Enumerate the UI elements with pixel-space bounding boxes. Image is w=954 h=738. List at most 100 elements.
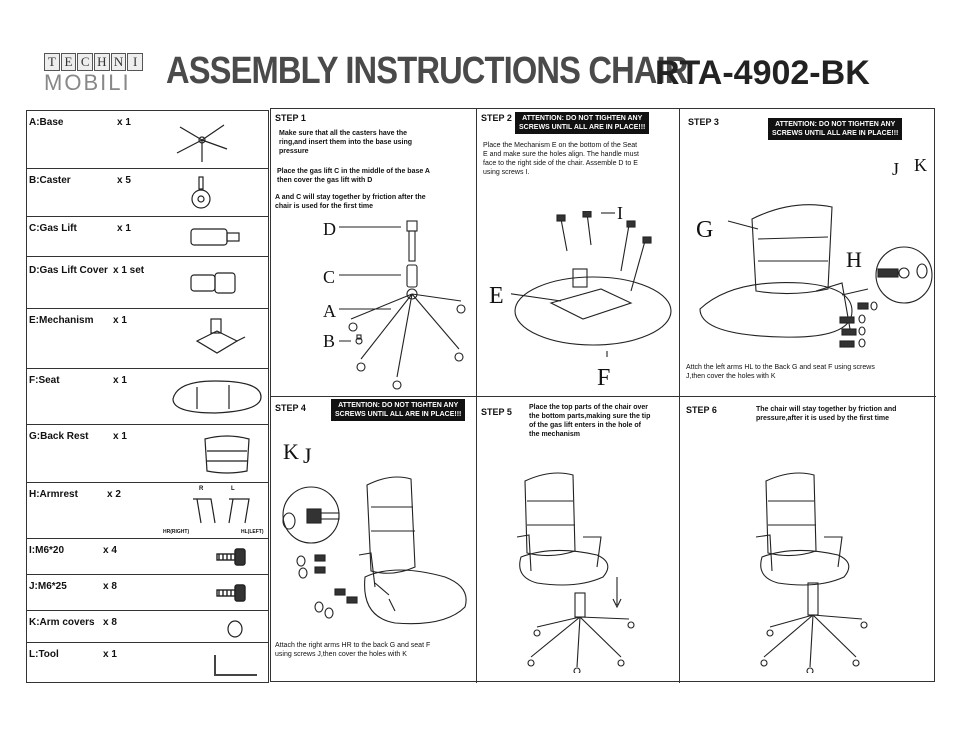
step-2-panel: STEP 2 ATTENTION: DO NOT TIGHTEN ANY SCR… (477, 109, 680, 397)
text-line: using screws J,then cover the holes with… (275, 651, 407, 658)
part-row-gas-lift-cover: D:Gas Lift Cover x 1 set (27, 257, 268, 309)
part-qty: x 5 (117, 175, 131, 186)
text-line: the bottom parts,making sure the tip (529, 413, 651, 420)
text-line: then cover the gas lift with D (277, 177, 373, 184)
step-text: Place the Mechanism E on the bottom of t… (483, 141, 639, 177)
screw-m6-20-icon (216, 548, 246, 566)
warning-line: ATTENTION: DO NOT TIGHTEN ANY (775, 121, 896, 128)
part-qty: x 1 (103, 649, 117, 660)
brand-logo: T E C H N I MOBILI (44, 53, 144, 97)
part-name: D:Gas Lift Cover (29, 265, 108, 276)
armrest-right-label: HR(RIGHT) (163, 529, 190, 535)
part-letter: H (846, 247, 862, 272)
parts-list: A:Base x 1 B:Caster x 5 C:Gas Lift x 1 D… (26, 110, 269, 683)
part-row-m6-25: J:M6*25 x 8 (27, 575, 268, 611)
part-name: K:Arm covers (29, 617, 95, 628)
step-3-diagram (699, 204, 933, 348)
part-row-mechanism: E:Mechanism x 1 (27, 309, 268, 369)
part-name: I:M6*20 (29, 545, 65, 556)
mechanism-icon (195, 318, 246, 354)
part-row-arm-covers: K:Arm covers x 8 (27, 611, 268, 643)
logo-letters: T E C H N I (44, 53, 144, 71)
step-text: Place the top parts of the chair over th… (529, 403, 650, 439)
part-name: L:Tool (29, 649, 59, 660)
part-name: H:Armrest (29, 489, 78, 500)
part-letter: K (283, 439, 299, 464)
logo-letter: E (60, 53, 77, 71)
part-qty: x 8 (103, 617, 117, 628)
text-line: pressure (279, 148, 309, 155)
part-row-armrest: H:Armrest x 2 R L HR(RIGHT) HL(LEFT) (27, 483, 268, 539)
text-line: The chair will stay together by friction… (756, 406, 897, 413)
warning-banner: ATTENTION: DO NOT TIGHTEN ANY SCREWS UNT… (768, 118, 903, 140)
caster-icon (191, 176, 211, 209)
logo-letter: H (94, 53, 110, 71)
warning-line: SCREWS UNTIL ALL ARE IN PLACE!!! (335, 411, 462, 418)
part-qty: x 2 (107, 489, 121, 500)
step-4-panel: STEP 4 ATTENTION: DO NOT TIGHTEN ANY SCR… (271, 397, 477, 683)
step-label: STEP 1 (275, 113, 306, 123)
step-3-panel: STEP 3 ATTENTION: DO NOT TIGHTEN ANY SCR… (680, 109, 936, 397)
part-qty: x 8 (103, 581, 117, 592)
warning-line: ATTENTION: DO NOT TIGHTEN ANY (522, 115, 643, 122)
part-letter: D (323, 219, 336, 239)
step-6-diagram (755, 472, 868, 673)
step-text: Place the gas lift C in the middle of th… (277, 167, 430, 185)
part-qty: x 1 set (113, 265, 145, 276)
part-name: F:Seat (29, 375, 60, 386)
part-qty: x 1 (113, 431, 127, 442)
assembly-steps: STEP 1 Make sure that all the casters ha… (270, 108, 936, 683)
warning-line: ATTENTION: DO NOT TIGHTEN ANY (338, 402, 459, 409)
step-text: The chair will stay together by friction… (756, 405, 896, 423)
text-line: Attch the left arms HL to the Back G and… (686, 364, 875, 371)
step-text: Attach the right arms HR to the back G a… (275, 641, 430, 659)
part-row-back-rest: G:Back Rest x 1 (27, 425, 268, 483)
part-qty: x 4 (103, 545, 117, 556)
warning-banner: ATTENTION: DO NOT TIGHTEN ANY SCREWS UNT… (331, 399, 466, 421)
part-letter: G (696, 217, 714, 243)
gas-lift-cover-icon (190, 272, 236, 294)
step-label: STEP 2 (481, 113, 512, 123)
step-label: STEP 6 (686, 405, 717, 415)
part-name: C:Gas Lift (29, 223, 77, 234)
part-row-tool: L:Tool x 1 (27, 643, 268, 682)
part-qty: x 1 (117, 117, 131, 128)
armrest-left-letter: L (231, 486, 235, 492)
armrest-icon (193, 498, 250, 524)
step-1-diagram (339, 220, 466, 390)
armrest-right-letter: R (199, 486, 204, 492)
part-name: B:Caster (29, 175, 71, 186)
part-letter: E (489, 283, 504, 309)
warning-banner: ATTENTION: DO NOT TIGHTEN ANY SCREWS UNT… (515, 112, 650, 134)
armrest-left-label: HL(LEFT) (241, 529, 264, 535)
part-letter: A (323, 301, 336, 321)
part-qty: x 1 (117, 223, 131, 234)
text-line: the mechanism (529, 431, 580, 438)
step-2-diagram (511, 211, 672, 357)
logo-letter: T (44, 53, 60, 71)
seat-icon (172, 380, 262, 414)
step-label: STEP 5 (481, 407, 512, 417)
text-line: Place the Mechanism E on the bottom of t… (483, 142, 638, 149)
part-row-base: A:Base x 1 (27, 111, 268, 169)
part-letter: K (914, 155, 927, 175)
base-icon (176, 124, 228, 162)
step-text: Make sure that all the casters have the … (279, 129, 412, 156)
text-line: using screws I. (483, 169, 530, 176)
text-line: Place the top parts of the chair over (529, 404, 649, 411)
part-row-caster: B:Caster x 5 (27, 169, 268, 217)
part-letter: J (892, 159, 900, 179)
text-line: A and C will stay together by friction a… (275, 194, 426, 201)
logo-letter: I (127, 53, 144, 71)
step-text: Attch the left arms HL to the Back G and… (686, 363, 875, 381)
part-letter: C (323, 267, 336, 287)
back-rest-icon (204, 435, 250, 474)
part-name: A:Base (29, 117, 64, 128)
text-line: E and make sure the holes align. The han… (483, 151, 639, 158)
text-line: Place the gas lift C in the middle of th… (277, 168, 430, 175)
gas-lift-icon (190, 228, 240, 246)
text-line: ring,and insert them into the base using (279, 139, 413, 146)
part-qty: x 1 (113, 375, 127, 386)
step-1-panel: STEP 1 Make sure that all the casters ha… (271, 109, 477, 397)
text-line: chair is used for the first time (275, 203, 374, 210)
